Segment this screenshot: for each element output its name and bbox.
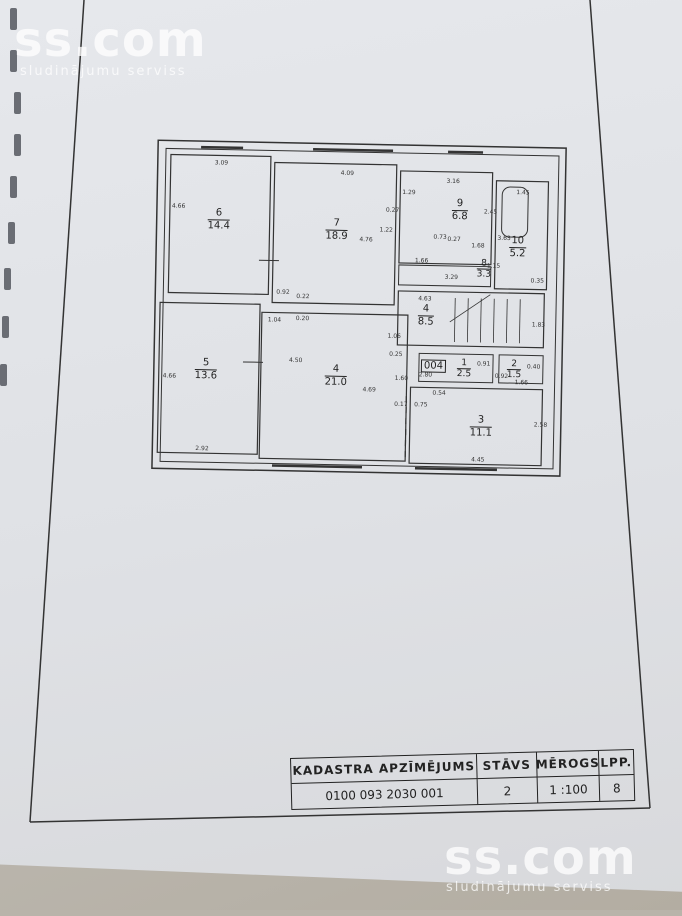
- scale-header: MĒROGS: [537, 751, 600, 778]
- floor-value: 2: [478, 778, 539, 805]
- room-label: 5 13.6: [195, 357, 218, 382]
- room-label: 1 2.5: [457, 358, 472, 379]
- watermark-logo: ss.com: [14, 12, 207, 68]
- room-label: 2 1.5: [507, 359, 522, 380]
- watermark-tagline: sludinājumu serviss: [20, 64, 187, 79]
- room-label: 4 21.0: [324, 364, 347, 389]
- room-label: 6 14.4: [207, 207, 230, 232]
- page-value: 8: [600, 775, 635, 801]
- floor-header: STĀVS: [477, 753, 538, 780]
- scale-value: 1 :100: [538, 776, 601, 803]
- room-label: 10 5.2: [509, 235, 526, 260]
- room-label: 4 8.5: [418, 303, 434, 328]
- room-label: 7 18.9: [325, 218, 348, 243]
- watermark-logo: ss.com: [444, 830, 637, 886]
- room-label: 3 11.1: [470, 414, 493, 439]
- watermark-tagline: sludinājumu serviss: [446, 880, 613, 895]
- room-label: 9 6.8: [452, 198, 468, 223]
- title-block: KADASTRA APZĪMĒJUMS STĀVS MĒROGS LPP. 01…: [290, 749, 635, 810]
- page-header: LPP.: [599, 750, 634, 776]
- cadastre-value: 0100 093 2030 001: [292, 779, 479, 809]
